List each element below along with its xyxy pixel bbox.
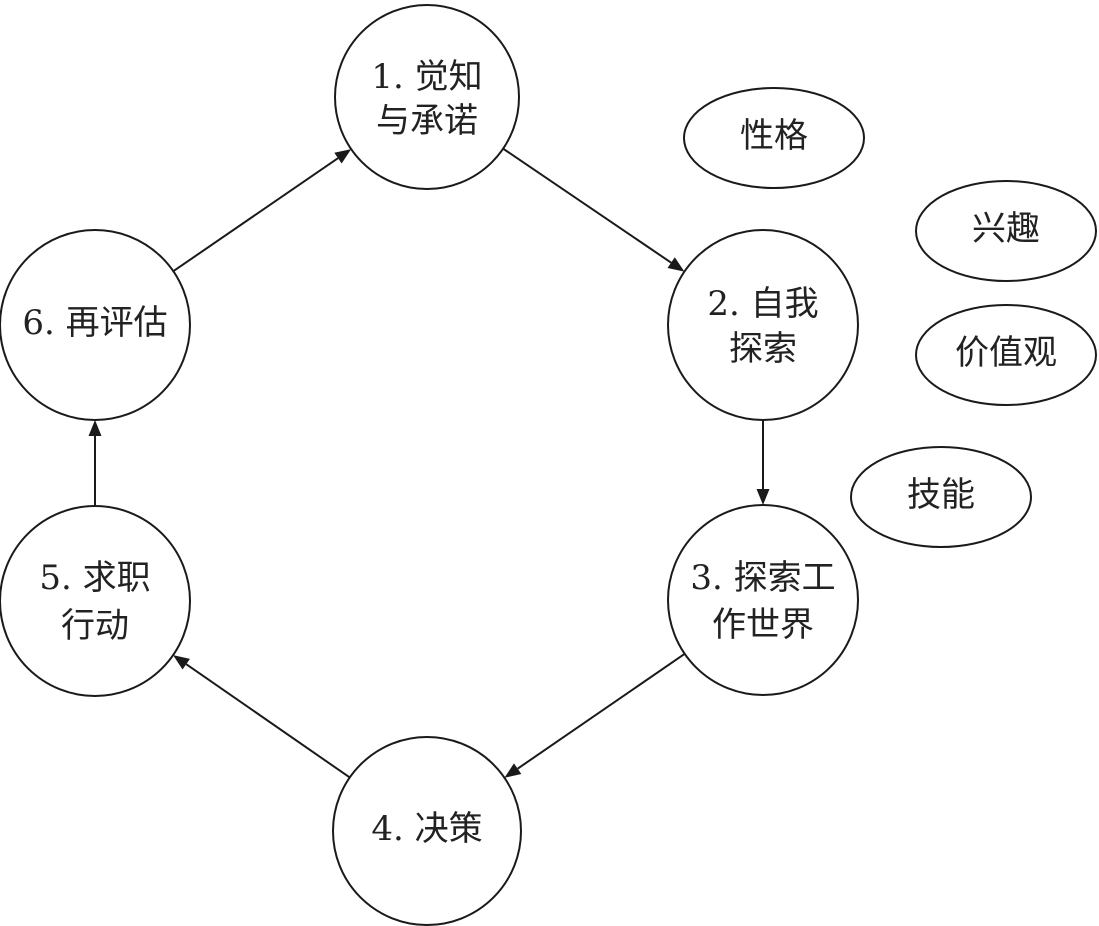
stage-node-explore-world-of-work: 3. 探索工 作世界 [667,504,859,696]
edges [88,147,770,779]
arrow-explore-world-of-work-to-decision [504,652,686,778]
arrowhead-icon [173,655,190,670]
arrow-job-search-action-to-reassessment [88,420,102,506]
aspect-skills: 技能 [850,446,1032,548]
arrow-line [172,157,339,273]
aspect-personality: 性格 [683,87,865,189]
arrowhead-icon [667,257,685,272]
aspect-label: 性格 [740,116,808,156]
stage-label-line: 与承诺 [376,101,478,141]
stage-node-awareness-commitment: 1. 觉知 与承诺 [334,4,520,190]
stage-node-job-search-action: 5. 求职 行动 [0,505,191,697]
stage-label-line: 探索 [729,329,797,369]
stage-label-line: 1. 觉知 [371,57,482,97]
arrow-awareness-commitment-to-self-exploration [502,147,685,272]
arrow-line [517,652,686,770]
stage-label-line: 行动 [61,606,129,646]
aspect-label: 技能 [907,475,975,515]
stage-node-decision: 4. 决策 [332,736,522,926]
stage-node-self-exploration: 2. 自我 探索 [667,229,859,421]
arrowhead-icon [504,763,522,778]
arrow-reassessment-to-awareness-commitment [172,149,352,273]
stage-label-line: 5. 求职 [39,558,150,598]
arrowhead-icon [334,149,352,164]
arrow-decision-to-job-search-action [173,655,351,779]
arrowhead-icon [756,489,770,505]
arrow-self-exploration-to-explore-world-of-work [756,420,770,505]
aspect-label: 价值观 [955,333,1057,373]
stage-label-line: 作世界 [712,605,814,645]
stage-label-line: 2. 自我 [707,284,818,324]
arrowhead-icon [88,420,102,436]
stage-node-reassessment: 6. 再评估 [0,229,191,421]
stage-label-line: 6. 再评估 [22,303,167,343]
stage-label-line: 3. 探索工 [690,558,835,598]
aspect-interest: 兴趣 [915,180,1097,282]
arrow-line [185,663,351,779]
aspect-values: 价值观 [915,304,1097,406]
arrow-line [502,147,672,264]
stage-label-line: 4. 决策 [371,809,482,849]
aspect-label: 兴趣 [972,209,1040,249]
